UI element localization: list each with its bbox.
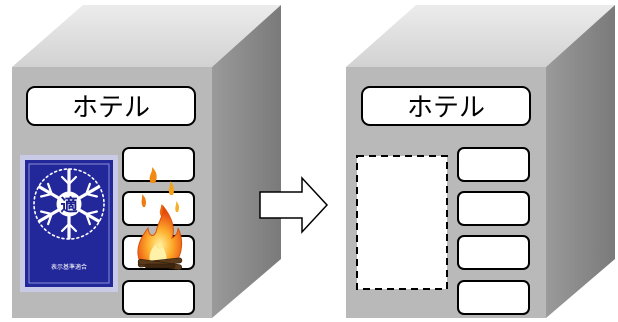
left-window-1 — [122, 147, 195, 182]
snowflake-emblem-icon — [33, 168, 105, 240]
badge-caption: 表示基準適合 — [51, 263, 87, 271]
removed-badge-placeholder — [356, 155, 448, 290]
left-building-side — [212, 5, 281, 318]
right-building: ホテル — [346, 5, 615, 318]
right-window-4 — [457, 280, 530, 315]
right-window-3 — [457, 235, 530, 270]
right-hotel-sign-text: ホテル — [407, 93, 485, 123]
right-window-1 — [457, 147, 530, 182]
right-building-top — [346, 5, 615, 67]
left-window-4 — [122, 280, 195, 315]
certification-badge: 適 表示基準適合 — [20, 155, 118, 292]
left-building-top — [12, 5, 281, 67]
right-building-side — [546, 5, 615, 318]
fire-icon — [137, 167, 183, 271]
left-hotel-sign: ホテル — [26, 86, 196, 126]
right-hotel-sign: ホテル — [361, 86, 531, 126]
badge-center-char: 適 — [61, 195, 78, 216]
transition-arrow-icon — [259, 176, 329, 234]
left-building: ホテル — [12, 5, 281, 318]
right-window-2 — [457, 191, 530, 226]
left-hotel-sign-text: ホテル — [72, 93, 150, 123]
left-window-2 — [122, 191, 195, 226]
